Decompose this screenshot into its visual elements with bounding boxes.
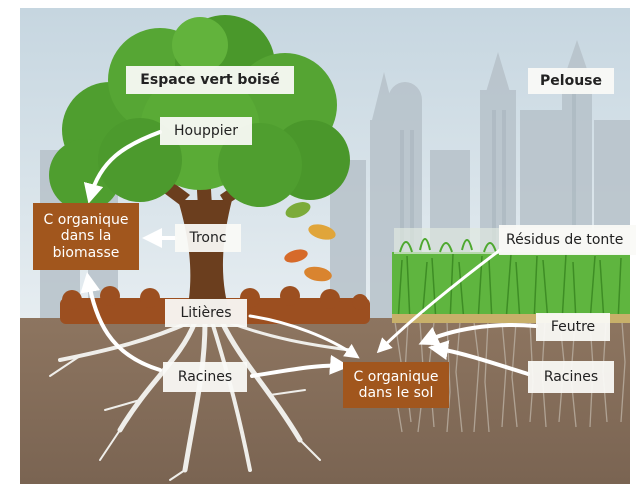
- litter-label: Litières: [165, 299, 247, 327]
- lawn-title: Pelouse: [528, 68, 614, 94]
- thatch-label: Feutre: [536, 313, 610, 341]
- trunk-label: Tronc: [175, 224, 241, 252]
- biomass-carbon-box: C organique dans la biomasse: [33, 203, 139, 270]
- wooded-space-title: Espace vert boisé: [126, 66, 294, 94]
- tree-roots-label: Racines: [163, 362, 247, 392]
- canopy-label: Houppier: [160, 117, 252, 145]
- soil-carbon-box: C organique dans le sol: [343, 362, 449, 408]
- soil: [20, 318, 630, 484]
- clippings-label: Résidus de tonte: [499, 225, 636, 255]
- lawn-roots-label: Racines: [528, 361, 614, 393]
